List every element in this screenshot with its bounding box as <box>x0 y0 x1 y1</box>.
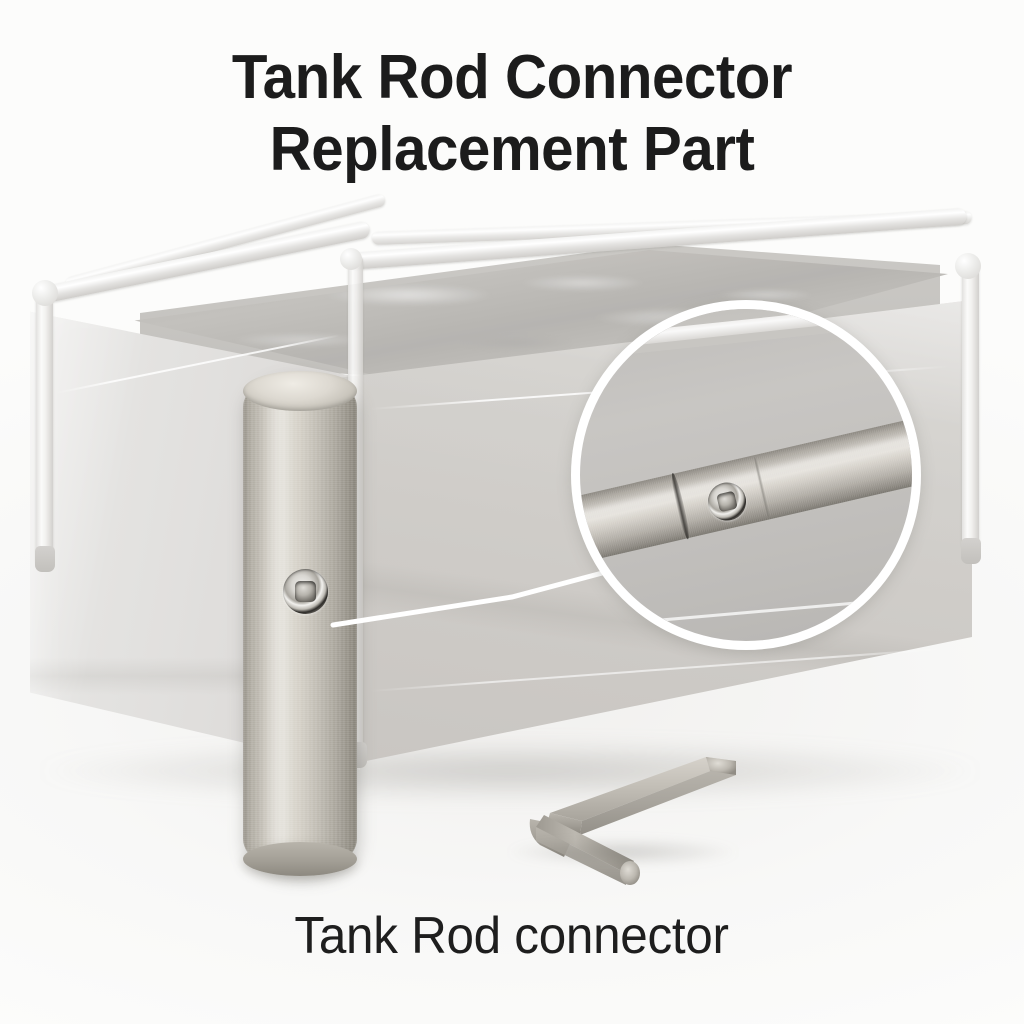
hex-socket-recess <box>294 580 317 603</box>
hex-key-shadow <box>508 839 738 865</box>
hex-key-icon <box>500 735 760 885</box>
figure-caption: Tank Rod connector <box>0 906 1024 966</box>
figure-caption-text: Tank Rod connector <box>294 907 730 965</box>
connector-bottom-cap <box>243 842 357 876</box>
tank-foot-right <box>961 538 981 564</box>
page-title-line-1: Tank Rod Connector <box>231 43 793 112</box>
tank-corner-elbow-front <box>340 248 362 270</box>
tank-corner-elbow-left <box>32 280 58 306</box>
hex-key-shape <box>529 757 736 885</box>
magnified-hex-socket-recess <box>716 490 738 513</box>
magnified-rod-tube <box>580 403 912 577</box>
tank-rod-connector <box>243 371 357 876</box>
magnifier-circle-icon <box>571 300 921 650</box>
magnified-rod-connector <box>580 403 912 577</box>
page-title-line-2: Replacement Part <box>269 115 755 184</box>
tank-foot-left <box>35 546 55 572</box>
connector-top-cap <box>243 371 357 411</box>
hex-socket-icon <box>283 569 328 614</box>
tank-ground-shadow <box>40 742 980 800</box>
page-title: Tank Rod Connector Replacement Part <box>0 42 1024 186</box>
tank-corner-elbow-right <box>955 253 981 279</box>
tank-corner-post-left <box>36 288 53 568</box>
tank-corner-post-right <box>962 262 979 552</box>
connector-body <box>243 373 357 873</box>
magnifier-content <box>580 309 912 641</box>
